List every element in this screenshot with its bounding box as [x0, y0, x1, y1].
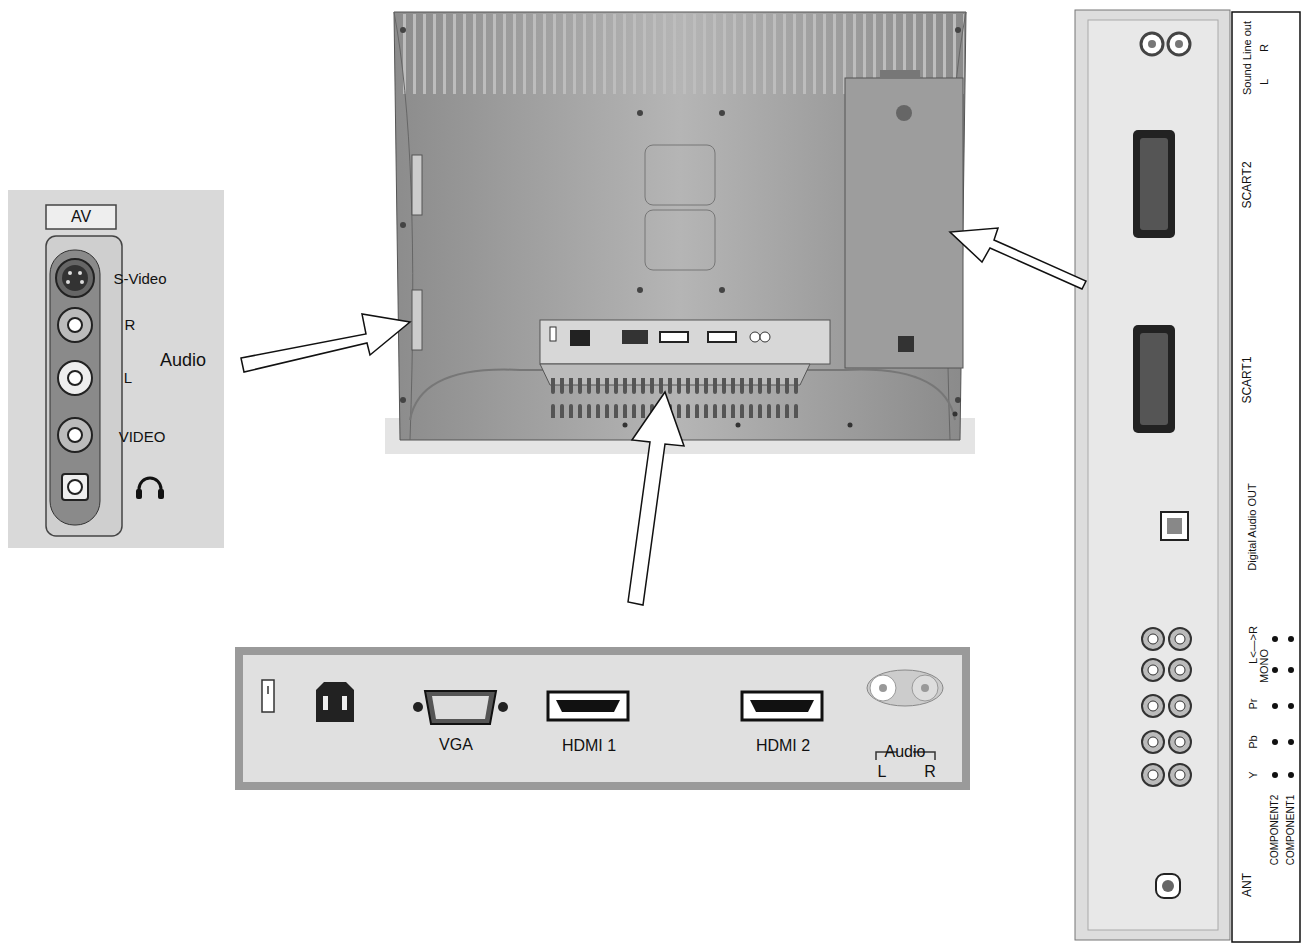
port-label: L [1259, 79, 1270, 85]
port-label: ANT [1241, 873, 1253, 897]
port-label: S-Video [113, 271, 166, 286]
rca-jack-center [1175, 701, 1185, 711]
port-label: Pr [1248, 699, 1259, 710]
port-label: Digital Audio OUT [1247, 483, 1258, 570]
port-label: R [924, 764, 936, 780]
rca-jack-center [1148, 665, 1158, 675]
rca-jack [1169, 695, 1191, 717]
group-label: Audio [885, 744, 926, 760]
panel-title: AV [71, 209, 91, 225]
rca-jack-center [1148, 770, 1158, 780]
group-label: Audio [160, 351, 206, 369]
rca-jack-center [1175, 665, 1185, 675]
port-label: Sound Line out [1242, 21, 1253, 95]
rca-jack [1142, 731, 1164, 753]
port-label: SCART2 [1241, 161, 1253, 208]
bottom-panel [235, 647, 970, 790]
rca-jack [1142, 695, 1164, 717]
rca-jack [1169, 628, 1191, 650]
tv-rear [385, 12, 975, 454]
port-label: MONO [1259, 649, 1270, 683]
av-panel [8, 190, 224, 548]
port-label: L [878, 764, 887, 780]
port-label: HDMI 2 [756, 738, 810, 754]
port-label: HDMI 1 [562, 738, 616, 754]
port-label: Pb [1248, 735, 1259, 748]
port-label: L [124, 370, 132, 385]
rca-jack [1169, 659, 1191, 681]
rca-jack [1169, 731, 1191, 753]
rca-jack [1142, 764, 1164, 786]
rca-jack-center [1175, 737, 1185, 747]
rca-jack [1142, 659, 1164, 681]
port-label: Y [1248, 771, 1259, 778]
rca-jack-center [1148, 634, 1158, 644]
port-label: SCART1 [1241, 356, 1253, 403]
rca-jack [1142, 628, 1164, 650]
rca-jack-center [1148, 701, 1158, 711]
port-label: VIDEO [119, 429, 166, 444]
rca-jack-center [1175, 770, 1185, 780]
port-label: VGA [439, 737, 473, 753]
port-label: R [125, 317, 136, 332]
port-label: L<—>R [1248, 626, 1259, 664]
port-label: R [1259, 44, 1270, 52]
side-panel [1075, 10, 1300, 942]
group-label: COMPONENT2 [1270, 795, 1280, 866]
pointer-arrows [241, 228, 1086, 605]
rca-jack [1169, 764, 1191, 786]
group-label: COMPONENT1 [1286, 795, 1296, 866]
rca-jack-center [1175, 634, 1185, 644]
rca-jack-center [1148, 737, 1158, 747]
